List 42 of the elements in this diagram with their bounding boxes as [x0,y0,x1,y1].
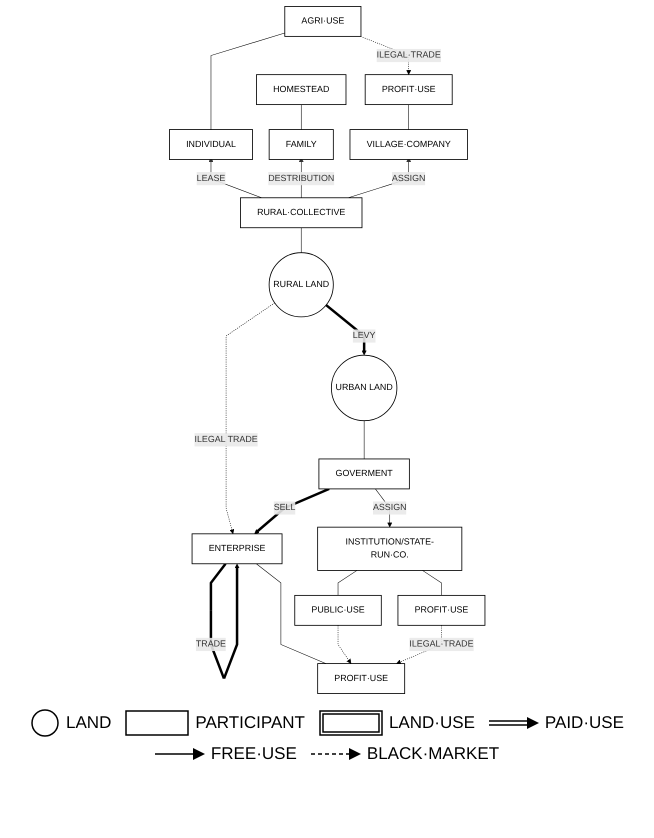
connector [338,570,358,596]
edge-label: TRADE [196,639,226,649]
arrow [338,625,352,664]
node-box: PUBLIC·USE [294,594,382,626]
edge-label: ASSIGN [392,174,426,184]
edge-label: LEVY [352,331,376,340]
connector [256,564,326,664]
node-box: RURAL·COLLECTIVE [240,197,362,228]
legend-label: PAID·USE [544,713,624,733]
edge-label: ILEGAL·TRADE [409,639,474,649]
node-box: GOVERMENT [318,458,410,490]
legend-label: LAND [66,713,112,733]
connector [422,570,442,596]
connector [210,32,285,130]
node-box: HOMESTEAD [256,74,346,106]
node-box: PROFIT·USE [397,594,486,626]
edge-label: SELL [274,503,296,512]
edge-label: LEASE [196,174,226,184]
legend-label: FREE·USE [210,744,297,764]
arrow [226,302,275,534]
node-box: ENTERPRISE [191,533,282,564]
legend-label: BLACK·MARKET [366,744,500,764]
edge-label: ILEGAL TRADE [194,434,258,444]
node-circle: URBAN LAND [330,354,398,422]
node-box: INDIVIDUAL [168,129,253,160]
connector [408,104,409,130]
legend-label: LAND·USE [388,713,475,733]
arrow [254,488,330,534]
edge-label: ILEGAL·TRADE [376,50,441,60]
node-box: PROFIT·USE [364,74,452,106]
node-box: INSTITUTION/STATE-RUN·CO. [317,526,462,571]
connector [300,227,302,253]
node-box: FAMILY [268,129,334,160]
legend-label: PARTICIPANT [195,713,305,733]
connector [300,104,302,130]
node-box: PROFIT·USE [317,663,405,694]
edge-label: DESTRIBUTION [268,174,334,184]
node-box: VILLAGE·COMPANY [349,129,468,160]
node-box: AGRI·USE [284,6,362,37]
node-circle: RURAL LAND [268,252,334,318]
arrow [325,304,366,356]
edge-label: ASSIGN [372,503,406,512]
